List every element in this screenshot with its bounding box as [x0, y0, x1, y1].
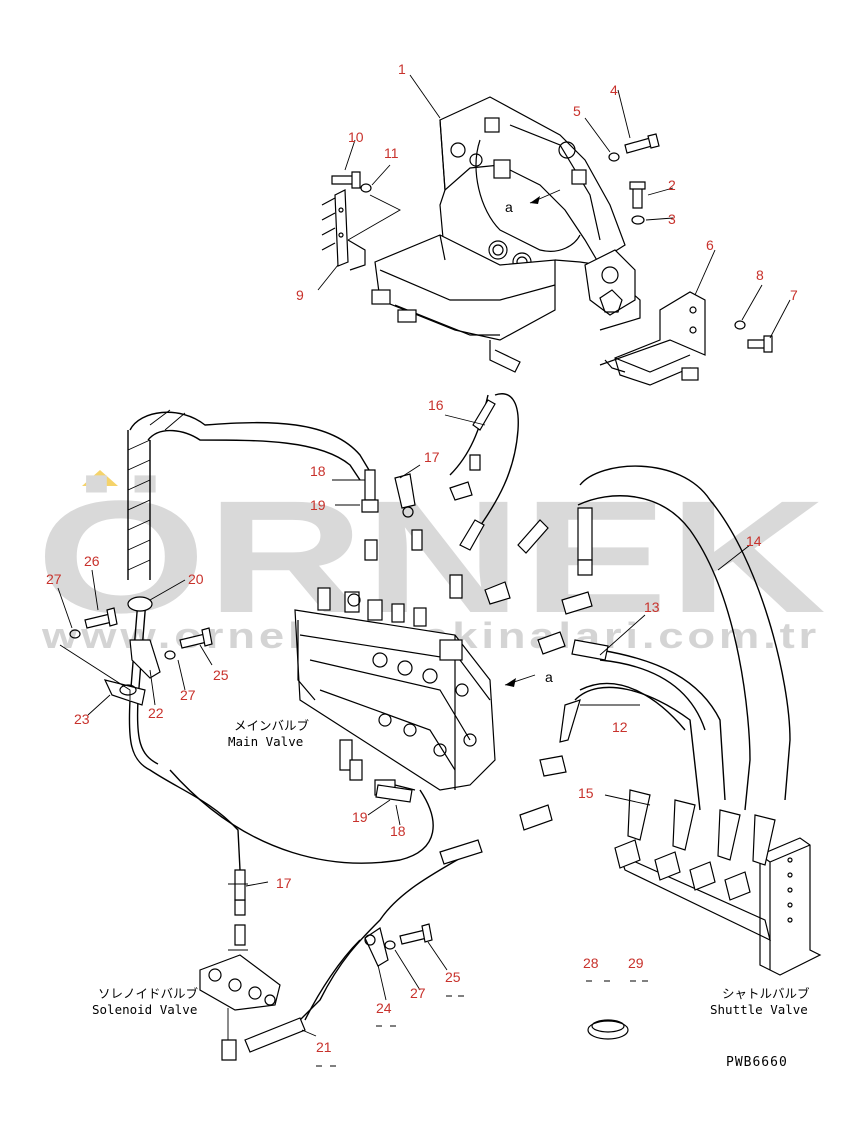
callout-21: 21 [316, 1039, 332, 1055]
callout-10: 10 [348, 129, 364, 145]
bolts-upper [331, 133, 773, 353]
callout-numbers: 1 2 3 4 5 6 7 8 9 10 11 12 13 14 15 16 1… [46, 61, 798, 1055]
solenoid-valve-assembly [199, 869, 306, 1061]
callout-1: 1 [398, 61, 406, 77]
callout-2: 2 [668, 177, 676, 193]
leader-lines [57, 74, 791, 1067]
shuttle-valve-assembly [614, 789, 822, 976]
watermark: ÖRNEK www.ornekisimakinalari.com.tr [36, 467, 826, 656]
callout-3: 3 [668, 211, 676, 227]
callout-28: 28 [583, 955, 599, 971]
view-ref-a-valve: a [545, 669, 553, 685]
callout-25-lower: 25 [445, 969, 461, 985]
solenoid-valve-label-jp: ソレノイドバルブ [98, 986, 199, 1001]
hose-lines [127, 393, 791, 1021]
callout-18-lower: 18 [390, 823, 406, 839]
callout-11: 11 [384, 145, 399, 161]
callout-22: 22 [148, 705, 164, 721]
callout-25-upper: 25 [213, 667, 229, 683]
main-valve-assembly: a [294, 587, 553, 796]
main-valve-label-jp: メインバルブ [234, 718, 310, 733]
bracket-frame: a [371, 96, 641, 373]
callout-8: 8 [756, 267, 764, 283]
bracket-6 [599, 291, 706, 386]
watermark-brand: ÖRNEK [36, 467, 826, 646]
callout-19-lower: 19 [352, 809, 368, 825]
watermark-accent-icon [82, 470, 118, 486]
callout-26: 26 [84, 553, 100, 569]
fittings [349, 399, 609, 865]
solenoid-valve-label-en: Solenoid Valve [92, 1002, 197, 1017]
component-labels: メインバルブ Main Valve ソレノイドバルブ Solenoid Valv… [92, 718, 810, 1070]
shuttle-valve-label-en: Shuttle Valve [710, 1002, 808, 1017]
callout-13: 13 [644, 599, 660, 615]
callout-24: 24 [376, 1000, 392, 1016]
callout-12: 12 [612, 719, 628, 735]
callout-18-upper: 18 [310, 463, 326, 479]
callout-4: 4 [610, 82, 618, 98]
callout-7: 7 [790, 287, 798, 303]
view-ref-a-upper: a [505, 199, 513, 215]
main-valve-label-en: Main Valve [228, 734, 303, 749]
callout-29: 29 [628, 955, 644, 971]
callout-16: 16 [428, 397, 444, 413]
callout-20: 20 [188, 571, 204, 587]
drawing-code: PWB6660 [726, 1055, 788, 1070]
clamps-left [59, 596, 213, 706]
bracket-9 [321, 189, 366, 271]
callout-15: 15 [578, 785, 594, 801]
callout-17-upper: 17 [424, 449, 440, 465]
callout-14: 14 [746, 533, 762, 549]
callout-9: 9 [296, 287, 304, 303]
shuttle-valve-label-jp: シャトルバルブ [722, 986, 810, 1001]
callout-27-left: 27 [46, 571, 62, 587]
clamps-bottom [364, 923, 629, 1040]
callout-27-lower: 27 [410, 985, 426, 1001]
callout-5: 5 [573, 103, 581, 119]
callout-27-mid: 27 [180, 687, 196, 703]
callout-6: 6 [706, 237, 714, 253]
callout-19-upper: 19 [310, 497, 326, 513]
callout-23: 23 [74, 711, 90, 727]
callout-17-lower: 17 [276, 875, 292, 891]
